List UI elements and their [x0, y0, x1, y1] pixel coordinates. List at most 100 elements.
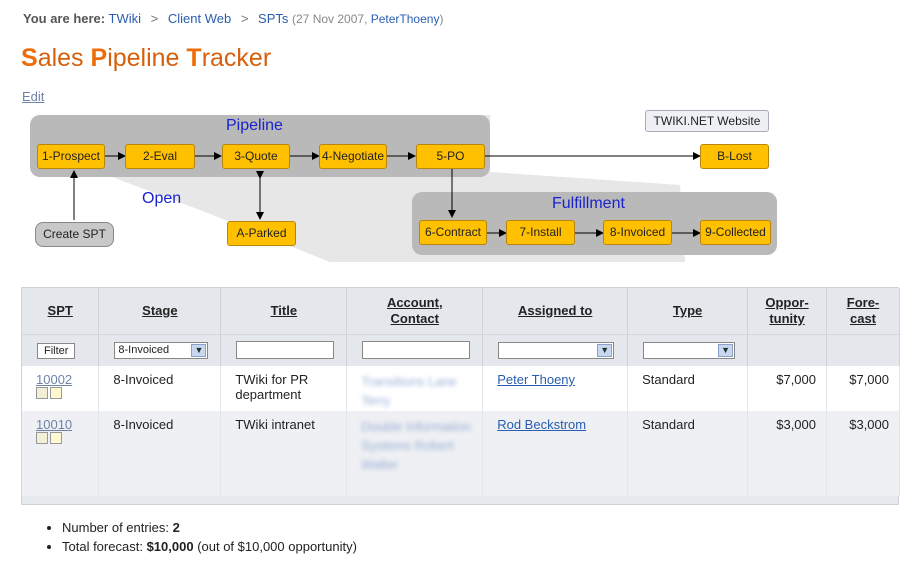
stage-6-contract[interactable]: 6-Contract: [419, 220, 487, 245]
header-opportunity[interactable]: Oppor- tunity: [747, 288, 827, 334]
stage-a-parked[interactable]: A-Parked: [227, 221, 296, 246]
header-forecast[interactable]: Fore- cast: [826, 288, 900, 334]
account-contact-cell: Transitions Lane Terry: [346, 366, 484, 411]
stage-7-install[interactable]: 7-Install: [506, 220, 575, 245]
breadcrumb: You are here: TWiki > Client Web > SPTs …: [23, 11, 443, 26]
edit-icon[interactable]: [50, 387, 62, 399]
spt-id-cell: 10002: [22, 366, 100, 411]
chevron-down-icon: ▼: [718, 343, 734, 357]
header-stage[interactable]: Stage: [98, 288, 222, 334]
account-contact-blurred[interactable]: Transitions Lane Terry: [361, 374, 457, 408]
forecast-label: Total forecast:: [62, 539, 143, 554]
breadcrumb-twiki[interactable]: TWiki: [108, 11, 142, 26]
stage-filter-select[interactable]: 8-Invoiced ▼: [114, 341, 209, 359]
breadcrumb-client-web[interactable]: Client Web: [167, 11, 232, 26]
breadcrumb-spts[interactable]: SPTs: [258, 11, 289, 26]
title-filter-cell: [220, 333, 348, 366]
breadcrumb-separator: >: [150, 11, 159, 26]
type-cell: Standard: [627, 366, 749, 411]
summary-stats: Number of entries: 2 Total forecast: $10…: [48, 520, 357, 558]
edit-icon[interactable]: [50, 432, 62, 444]
opportunity-cell: $7,000: [747, 366, 827, 411]
assigned-cell: Rod Beckstrom: [482, 411, 629, 496]
breadcrumb-lead: You are here:: [23, 11, 106, 26]
header-account-contact[interactable]: Account, Contact: [346, 288, 484, 334]
forecast-filter-cell: [826, 333, 900, 366]
forecast-cell: $3,000: [826, 411, 900, 496]
title-cell: TWiki for PR department: [220, 366, 348, 411]
spt-table-container: SPT Stage Title Account, Contact Assigne…: [21, 287, 900, 505]
breadcrumb-separator: >: [240, 11, 249, 26]
spt-table: SPT Stage Title Account, Contact Assigne…: [22, 288, 900, 496]
stage-cell: 8-Invoiced: [98, 411, 222, 496]
stage-3-quote[interactable]: 3-Quote: [222, 144, 290, 169]
spt-id-link[interactable]: 10002: [36, 372, 73, 387]
header-spt[interactable]: SPT: [22, 288, 100, 334]
spt-id-link[interactable]: 10010: [36, 417, 73, 432]
type-filter-select[interactable]: ▼: [643, 341, 736, 359]
spt-id-cell: 10010: [22, 411, 100, 496]
pipeline-label: Pipeline: [226, 117, 283, 134]
create-spt-button[interactable]: Create SPT: [35, 222, 114, 247]
title-letter-t: T: [186, 44, 202, 72]
filter-row: Filter 8-Invoiced ▼ ▼ ▼: [22, 333, 900, 366]
edit-link[interactable]: Edit: [22, 89, 45, 104]
stage-8-invoiced[interactable]: 8-Invoiced: [603, 220, 672, 245]
fulfillment-label: Fulfillment: [552, 195, 625, 212]
header-title[interactable]: Title: [220, 288, 348, 334]
stage-9-collected[interactable]: 9-Collected: [700, 220, 771, 245]
stage-filter-value: 8-Invoiced: [118, 343, 170, 356]
assigned-cell: Peter Thoeny: [482, 366, 629, 411]
table-row: 10002 8-Invoiced TWiki for PR department…: [22, 366, 900, 411]
revision-author-link[interactable]: PeterThoeny: [370, 12, 440, 26]
account-contact-cell: Double Information Systems Robert Walter: [346, 411, 484, 496]
twiki-net-website-button[interactable]: TWIKI.NET Website: [645, 110, 769, 132]
stage-1-prospect[interactable]: 1-Prospect: [37, 144, 105, 169]
stage-b-lost[interactable]: B-Lost: [700, 144, 769, 169]
header-assigned-to[interactable]: Assigned to: [482, 288, 629, 334]
assigned-link[interactable]: Rod Beckstrom: [497, 417, 587, 432]
stage-cell: 8-Invoiced: [98, 366, 222, 411]
view-icon[interactable]: [36, 432, 48, 444]
forecast-total-item: Total forecast: $10,000 (out of $10,000 …: [62, 539, 357, 554]
title-letter-s: S: [21, 44, 38, 72]
title-cell: TWiki intranet: [220, 411, 348, 496]
fulfillment-box: [412, 192, 777, 255]
header-type[interactable]: Type: [627, 288, 749, 334]
opportunity-filter-cell: [747, 333, 827, 366]
revision-info: (27 Nov 2007, PeterThoeny): [292, 12, 443, 26]
account-contact-blurred[interactable]: Double Information Systems Robert Walter: [361, 419, 472, 472]
view-icon[interactable]: [36, 387, 48, 399]
revision-date: (27 Nov 2007,: [292, 12, 368, 26]
forecast-note: (out of $10,000 opportunity): [197, 539, 357, 554]
entries-value: 2: [172, 520, 180, 535]
title-filter-input[interactable]: [236, 341, 335, 360]
chevron-down-icon: ▼: [597, 343, 613, 357]
assigned-filter-select[interactable]: ▼: [498, 341, 615, 359]
title-part: racker: [201, 44, 272, 72]
open-label: Open: [142, 190, 182, 207]
stage-2-eval[interactable]: 2-Eval: [125, 144, 195, 169]
entries-count-item: Number of entries: 2: [62, 520, 357, 535]
filter-button[interactable]: Filter: [37, 342, 76, 359]
title-letter-p: P: [90, 44, 108, 72]
stage-4-negotiate[interactable]: 4-Negotiate: [319, 144, 387, 169]
forecast-value: $10,000: [146, 539, 194, 554]
title-part: ipeline: [107, 44, 187, 72]
title-part: ales: [37, 44, 91, 72]
assigned-link[interactable]: Peter Thoeny: [497, 372, 576, 387]
table-header-row: SPT Stage Title Account, Contact Assigne…: [22, 288, 900, 334]
stage-filter-cell: 8-Invoiced ▼: [98, 333, 222, 366]
type-cell: Standard: [627, 411, 749, 496]
account-filter-cell: [346, 333, 484, 366]
account-filter-input[interactable]: [362, 341, 471, 360]
stage-5-po[interactable]: 5-PO: [416, 144, 485, 169]
workflow-diagram: Pipeline Open Fulfillment TWIKI.NET Webs…: [0, 0, 920, 280]
table-row: 10010 8-Invoiced TWiki intranet Double I…: [22, 411, 900, 496]
revision-close: ): [439, 12, 444, 26]
assigned-filter-cell: ▼: [482, 333, 629, 366]
page-title: Sales Pipeline Tracker: [21, 44, 271, 73]
chevron-down-icon: ▼: [191, 343, 207, 357]
filter-cell: Filter: [22, 333, 100, 366]
opportunity-cell: $3,000: [747, 411, 827, 496]
